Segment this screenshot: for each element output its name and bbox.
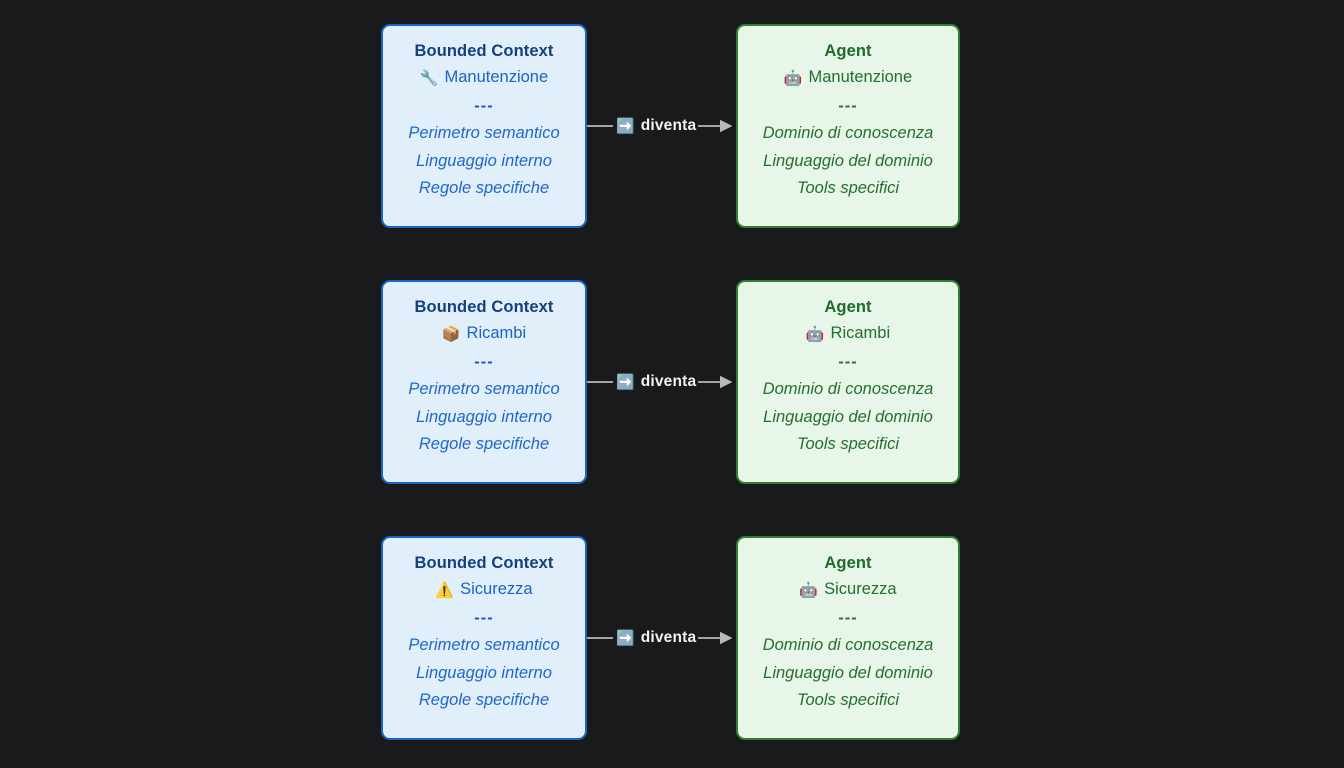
robot-icon: 🤖 (799, 581, 819, 599)
bounded-context-node[interactable]: Bounded Context ⚠️ Sicurezza --- Perimetr… (381, 536, 587, 740)
node-title: Bounded Context (414, 42, 554, 60)
node-subtitle-text: Ricambi (830, 324, 891, 342)
mapping-row: Bounded Context 🔧 Manutenzione --- Perime… (0, 24, 1344, 229)
node-detail-line: Linguaggio del dominio (763, 151, 933, 170)
agent-node[interactable]: Agent 🤖 Ricambi --- Dominio di conoscenza… (736, 280, 960, 484)
mapping-row: Bounded Context ⚠️ Sicurezza --- Perimetr… (0, 536, 1344, 741)
robot-icon: 🤖 (783, 69, 803, 87)
edge-label-text: diventa (640, 373, 697, 390)
node-subtitle: 🤖 Ricambi (738, 320, 958, 348)
wrench-icon: 🔧 (419, 69, 439, 87)
node-detail-line: Tools specifici (796, 435, 900, 453)
node-title: Agent (824, 298, 872, 316)
node-detail-line: Perimetro semantico (408, 380, 560, 398)
mapping-row: Bounded Context 📦 Ricambi --- Perimetro s… (0, 280, 1344, 485)
edge-arrow-icon (587, 631, 733, 645)
edge-becomes: ➡️ diventa (587, 536, 737, 740)
node-separator: --- (838, 353, 858, 371)
node-detail-line: Dominio di conoscenza (762, 636, 934, 654)
agent-node[interactable]: Agent 🤖 Manutenzione --- Dominio di conos… (736, 24, 960, 228)
node-detail-line: Dominio di conoscenza (762, 124, 934, 142)
node-subtitle-text: Ricambi (466, 324, 527, 342)
node-detail-line: Perimetro semantico (408, 636, 560, 654)
agent-node[interactable]: Agent 🤖 Sicurezza --- Dominio di conoscen… (736, 536, 960, 740)
edge-arrow-icon (587, 119, 733, 133)
edge-label: ➡️ diventa (616, 624, 696, 652)
edge-becomes: ➡️ diventa (587, 280, 737, 484)
node-title: Agent (824, 554, 872, 572)
right-arrow-emoji-icon: ➡️ (616, 628, 635, 647)
node-detail-line: Perimetro semantico (408, 124, 560, 142)
node-title: Agent (824, 42, 872, 60)
node-separator: --- (474, 609, 494, 627)
robot-icon: 🤖 (805, 325, 825, 343)
node-subtitle: ⚠️ Sicurezza (383, 576, 585, 604)
node-detail-line: Linguaggio interno (416, 407, 552, 426)
node-title: Bounded Context (414, 298, 554, 316)
edge-label-text: diventa (640, 117, 697, 134)
node-detail-line: Linguaggio del dominio (763, 663, 933, 682)
node-detail-line: Dominio di conoscenza (762, 380, 934, 398)
warning-icon: ⚠️ (435, 581, 455, 599)
node-detail-line: Linguaggio interno (416, 663, 552, 682)
node-separator: --- (838, 609, 858, 627)
node-title: Bounded Context (414, 554, 554, 572)
node-subtitle: 🔧 Manutenzione (383, 64, 585, 92)
node-subtitle: 📦 Ricambi (383, 320, 585, 348)
node-detail-line: Linguaggio interno (416, 151, 552, 170)
node-separator: --- (838, 97, 858, 115)
node-separator: --- (474, 353, 494, 371)
node-detail-line: Regole specifiche (418, 179, 550, 197)
node-separator: --- (474, 97, 494, 115)
node-subtitle-text: Manutenzione (808, 68, 913, 86)
edge-becomes: ➡️ diventa (587, 24, 737, 228)
node-detail-line: Regole specifiche (418, 691, 550, 709)
node-subtitle: 🤖 Sicurezza (738, 576, 958, 604)
right-arrow-emoji-icon: ➡️ (616, 116, 635, 135)
node-subtitle: 🤖 Manutenzione (738, 64, 958, 92)
edge-arrow-icon (587, 375, 733, 389)
edge-label: ➡️ diventa (616, 112, 696, 140)
bounded-context-node[interactable]: Bounded Context 🔧 Manutenzione --- Perime… (381, 24, 587, 228)
node-detail-line: Linguaggio del dominio (763, 407, 933, 426)
edge-label-text: diventa (640, 629, 697, 646)
node-detail-line: Tools specifici (796, 179, 900, 197)
node-detail-line: Regole specifiche (418, 435, 550, 453)
bounded-context-node[interactable]: Bounded Context 📦 Ricambi --- Perimetro s… (381, 280, 587, 484)
node-subtitle-text: Sicurezza (460, 580, 533, 598)
package-icon: 📦 (441, 325, 461, 343)
node-subtitle-text: Manutenzione (444, 68, 549, 86)
right-arrow-emoji-icon: ➡️ (616, 372, 635, 391)
edge-label: ➡️ diventa (616, 368, 696, 396)
node-subtitle-text: Sicurezza (824, 580, 897, 598)
node-detail-line: Tools specifici (796, 691, 900, 709)
